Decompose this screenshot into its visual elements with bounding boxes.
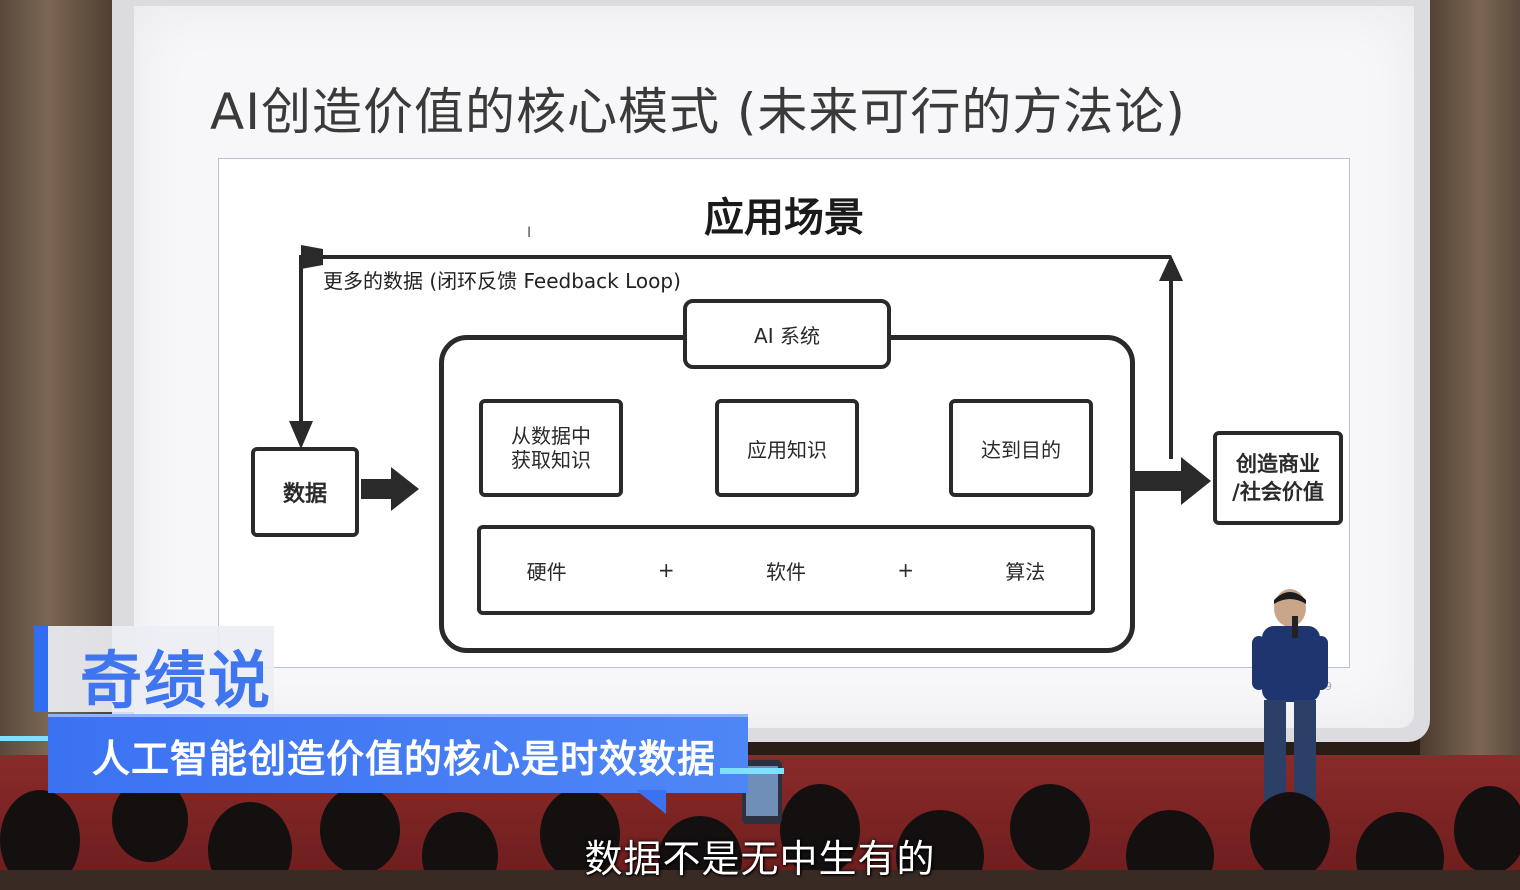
arrow-system-to-value bbox=[1131, 457, 1211, 505]
component-hardware: 硬件 bbox=[526, 559, 567, 584]
arrow-data-to-system bbox=[361, 467, 419, 511]
text-cursor-icon: I bbox=[527, 225, 532, 241]
caption-text: 人工智能创造价值的核心是时效数据 bbox=[92, 737, 717, 781]
feedback-loop-line bbox=[299, 255, 1171, 439]
ai-system-label-box: AI 系统 bbox=[683, 299, 891, 369]
venue-wall-right bbox=[1420, 0, 1520, 890]
data-box: 数据 bbox=[251, 447, 359, 537]
step-apply-knowledge: 应用知识 bbox=[715, 399, 859, 497]
component-plus-1: + bbox=[657, 558, 675, 582]
components-bar: 硬件 + 软件 + 算法 bbox=[477, 525, 1095, 615]
brand-accent-bar bbox=[34, 626, 48, 712]
audience-crowd bbox=[0, 760, 1520, 890]
step-acquire-knowledge-label: 从数据中 获取知识 bbox=[511, 424, 591, 472]
video-subtitle: 数据不是无中生有的 bbox=[584, 837, 936, 881]
accent-line-right bbox=[720, 768, 784, 774]
brand-logo-text: 奇绩说 bbox=[80, 644, 273, 717]
accent-line-left bbox=[0, 736, 80, 741]
ai-system-label: AI 系统 bbox=[754, 323, 820, 348]
feedback-arrowhead-up bbox=[1159, 255, 1183, 281]
component-software: 软件 bbox=[765, 559, 806, 584]
ai-value-diagram: 应用场景 I 更多的数据 (闭环反馈 Feedback Loop) 数据 AI … bbox=[218, 158, 1350, 668]
value-creation-box: 创造商业 /社会价值 bbox=[1213, 431, 1343, 525]
value-creation-label: 创造商业 /社会价值 bbox=[1232, 452, 1324, 504]
step-apply-knowledge-label: 应用知识 bbox=[747, 437, 827, 462]
slide-title: AI创造价值的核心模式 (未来可行的方法论) bbox=[210, 83, 1186, 141]
caption-banner bbox=[48, 714, 748, 793]
feedback-arrowhead-left bbox=[301, 245, 323, 269]
step-achieve-goal: 达到目的 bbox=[949, 399, 1093, 497]
component-plus-2: + bbox=[897, 558, 915, 582]
step-acquire-knowledge: 从数据中 获取知识 bbox=[479, 399, 623, 497]
data-box-label: 数据 bbox=[282, 482, 327, 507]
component-algorithm: 算法 bbox=[1005, 559, 1046, 584]
brand-badge bbox=[34, 626, 274, 712]
feedback-arrowhead-down bbox=[289, 421, 313, 449]
scene-title: 应用场景 bbox=[704, 195, 864, 241]
step-achieve-goal-label: 达到目的 bbox=[981, 437, 1061, 462]
accent-triangle bbox=[636, 790, 666, 814]
feedback-loop-label: 更多的数据 (闭环反馈 Feedback Loop) bbox=[323, 269, 681, 293]
